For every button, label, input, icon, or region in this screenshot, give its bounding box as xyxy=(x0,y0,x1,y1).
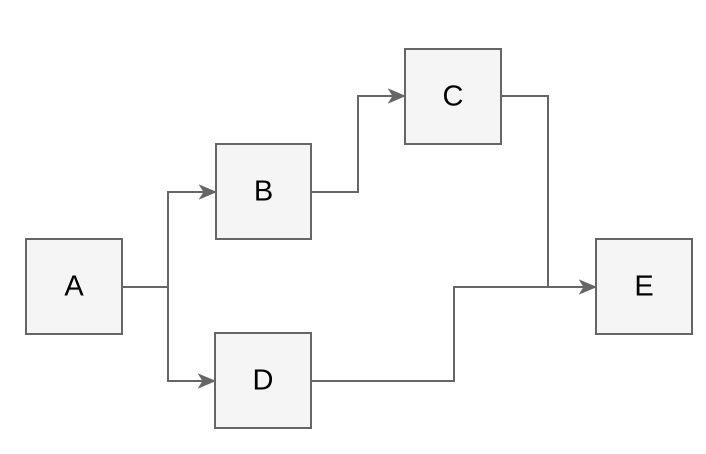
node-D: D xyxy=(214,332,312,429)
node-D-label: D xyxy=(253,365,274,397)
node-A-box xyxy=(25,238,123,335)
node-E-label: E xyxy=(634,271,653,303)
edge-B-to-C xyxy=(311,96,405,193)
node-B: B xyxy=(215,143,312,240)
node-B-box xyxy=(215,143,312,240)
nodes-layer: A B C D E xyxy=(25,48,693,429)
edges-layer xyxy=(122,96,596,381)
node-E-box xyxy=(595,238,693,335)
node-A-label: A xyxy=(64,271,84,303)
edge-A-to-B xyxy=(122,192,216,288)
edge-A-to-D xyxy=(167,287,215,381)
edge-C-to-E xyxy=(501,95,549,287)
node-C: C xyxy=(404,48,502,145)
node-D-box xyxy=(214,332,312,429)
edge-D-to-E xyxy=(311,287,596,382)
node-E: E xyxy=(595,238,693,335)
node-B-label: B xyxy=(254,176,273,208)
node-C-label: C xyxy=(443,81,464,113)
node-C-box xyxy=(404,48,502,145)
node-A: A xyxy=(25,238,123,335)
